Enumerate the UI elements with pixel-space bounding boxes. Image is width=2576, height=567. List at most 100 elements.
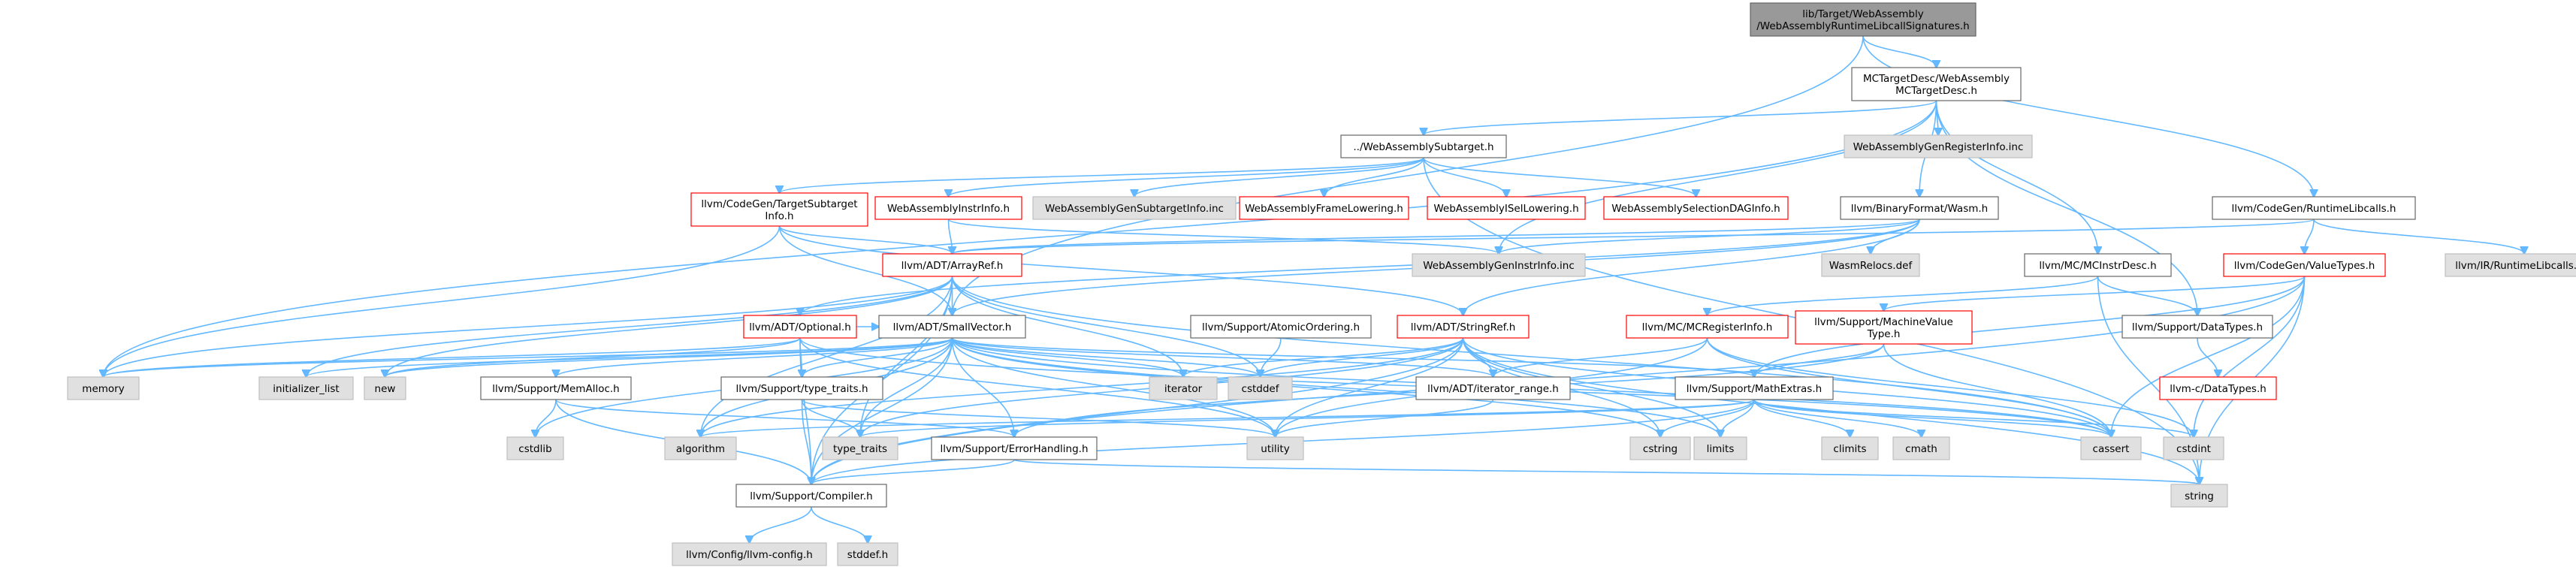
node-smallvector[interactable]: llvm/ADT/SmallVector.h	[878, 315, 1026, 339]
node-wasmrelocs: WasmRelocs.def	[1821, 253, 1920, 277]
node-valuetypes[interactable]: llvm/CodeGen/ValueTypes.h	[2223, 253, 2386, 277]
edge-optional-to-new	[385, 337, 801, 377]
node-subtarget[interactable]: ../WebAssemblySubtarget.h	[1340, 134, 1507, 158]
node-instrinfo[interactable]: WebAssemblyInstrInfo.h	[874, 196, 1022, 220]
node-box	[735, 484, 887, 508]
node-framelowering[interactable]: WebAssemblyFrameLowering.h	[1239, 196, 1409, 220]
node-memalloc[interactable]: llvm/Support/MemAlloc.h	[480, 376, 632, 400]
node-box	[1149, 376, 1218, 400]
node-mcreginfo[interactable]: llvm/MC/MCRegisterInfo.h	[1626, 315, 1789, 339]
node-box	[1821, 253, 1920, 277]
edge-mathextras-to-cstring	[1660, 399, 1755, 437]
node-box	[1821, 436, 1879, 460]
edge-stringref-to-iterator	[1183, 337, 1464, 377]
edge-subtarget-to-isellowering	[1423, 157, 1506, 197]
node-iterator: iterator	[1149, 376, 1218, 400]
edge-wasm-to-wasmrelocs	[1871, 219, 1920, 254]
node-compiler[interactable]: llvm/Support/Compiler.h	[735, 484, 887, 508]
node-label: cstdint	[2176, 443, 2211, 455]
node-box	[1239, 196, 1409, 220]
node-label: llvm/ADT/ArrayRef.h	[901, 260, 1004, 272]
node-climits: climits	[1821, 436, 1879, 460]
node-label: llvm/Support/Compiler.h	[750, 490, 872, 502]
node-box	[1892, 436, 1950, 460]
edge-machinevaluetype-to-mathextras	[1754, 343, 1885, 377]
edge-machinevaluetype-to-cassert	[1883, 343, 2112, 437]
node-typetraits_h[interactable]: llvm/Support/type_traits.h	[720, 376, 883, 400]
node-stringref[interactable]: llvm/ADT/StringRef.h	[1397, 315, 1530, 339]
edge-runtimelibcalls-to-arrayref	[953, 219, 2315, 254]
node-box	[1629, 436, 1691, 460]
node-label: llvm/ADT/iterator_range.h	[1427, 383, 1559, 395]
node-cstddef: cstddef	[1228, 376, 1293, 400]
node-label: Info.h	[765, 210, 793, 222]
node-seldag[interactable]: WebAssemblySelectionDAGInfo.h	[1603, 196, 1789, 220]
node-errorhandling[interactable]: llvm/Support/ErrorHandling.h	[931, 436, 1098, 460]
node-runtimelibcalls[interactable]: llvm/CodeGen/RuntimeLibcalls.h	[2212, 196, 2416, 220]
node-mathextras[interactable]: llvm/Support/MathExtras.h	[1675, 376, 1834, 400]
edge-runtimelibcalls-to-irruntime	[2313, 219, 2524, 254]
node-box	[672, 542, 827, 566]
node-isellowering[interactable]: WebAssemblyISelLowering.h	[1427, 196, 1586, 220]
edge-mathextras-to-climits	[1753, 399, 1850, 437]
edge-memalloc-to-errorhandling	[555, 399, 1014, 437]
node-box	[1228, 376, 1293, 400]
edge-wasm-to-optional	[800, 219, 1920, 315]
node-label: cstddef	[1242, 383, 1280, 395]
edge-compiler-to-llvmconfig	[750, 506, 812, 543]
node-label: new	[375, 383, 396, 395]
node-box	[1750, 2, 1977, 37]
edge-mcinstrdesc-to-datatypes	[2097, 276, 2198, 315]
node-label: /WebAssemblyRuntimeLibcallSignatures.h	[1756, 20, 1969, 32]
edge-mathextras-to-cassert	[1753, 399, 2111, 437]
node-optional[interactable]: llvm/ADT/Optional.h	[743, 315, 857, 339]
node-datatypes[interactable]: llvm/Support/DataTypes.h	[2122, 315, 2273, 339]
node-atomicordering[interactable]: llvm/Support/AtomicOrdering.h	[1190, 315, 1372, 339]
edge-optional-to-utility	[799, 337, 1276, 437]
node-box	[2223, 253, 2386, 277]
node-label: llvm/ADT/SmallVector.h	[893, 321, 1012, 333]
node-box	[1675, 376, 1834, 400]
node-arrayref[interactable]: llvm/ADT/ArrayRef.h	[882, 253, 1022, 277]
edge-stringref-to-limits	[1462, 337, 1721, 437]
node-geninstrinfo: WebAssemblyGenInstrInfo.inc	[1412, 253, 1586, 277]
edge-smallvector-to-memalloc	[556, 337, 953, 377]
edge-valuetypes-to-machinevaluetype	[1884, 276, 2306, 311]
edge-smallvector-to-type_traits	[860, 337, 953, 437]
node-box	[882, 253, 1022, 277]
node-box	[506, 436, 564, 460]
node-label: llvm/BinaryFormat/Wasm.h	[1851, 203, 1988, 215]
node-box	[1840, 196, 1999, 220]
edge-optional-to-compiler	[799, 337, 811, 484]
node-root[interactable]: lib/Target/WebAssembly/WebAssemblyRuntim…	[1750, 2, 1977, 37]
node-label: climits	[1833, 443, 1866, 455]
node-wasm[interactable]: llvm/BinaryFormat/Wasm.h	[1840, 196, 1999, 220]
node-label: lib/Target/WebAssembly	[1802, 8, 1923, 20]
edge-optional-to-memory	[104, 337, 801, 377]
edge-mcreginfo-to-iterrange	[1493, 337, 1708, 377]
edge-runtimelibcalls-to-valuetypes	[2305, 219, 2315, 254]
edge-smallvector-to-typetraits_h	[802, 337, 953, 377]
node-cstring: cstring	[1629, 436, 1691, 460]
node-label: llvm/IR/RuntimeLibcalls.def	[2455, 260, 2576, 272]
node-box	[1795, 310, 1973, 345]
node-box	[1397, 315, 1530, 339]
edge-smallvector-to-errorhandling	[951, 337, 1015, 437]
edge-stringref-to-algorithm	[701, 337, 1464, 437]
node-cdatatypes[interactable]: llvm-c/DataTypes.h	[2159, 376, 2277, 400]
node-mcinstrdesc[interactable]: llvm/MC/MCInstrDesc.h	[2024, 253, 2172, 277]
node-label: llvm/MC/MCRegisterInfo.h	[1642, 321, 1773, 333]
node-label: llvm/CodeGen/TargetSubtarget	[701, 198, 857, 210]
node-iterrange[interactable]: llvm/ADT/iterator_range.h	[1415, 376, 1571, 400]
edge-smallvector-to-iterator	[951, 337, 1184, 377]
node-label: llvm/ADT/StringRef.h	[1411, 321, 1516, 333]
node-box	[1032, 196, 1237, 220]
node-label: llvm/Support/type_traits.h	[735, 383, 868, 395]
node-label: WebAssemblyGenRegisterInfo.inc	[1853, 141, 2024, 153]
edge-smallvector-to-iterrange	[951, 337, 1493, 377]
node-box	[1412, 253, 1586, 277]
node-stddef: stddef.h	[837, 542, 898, 566]
